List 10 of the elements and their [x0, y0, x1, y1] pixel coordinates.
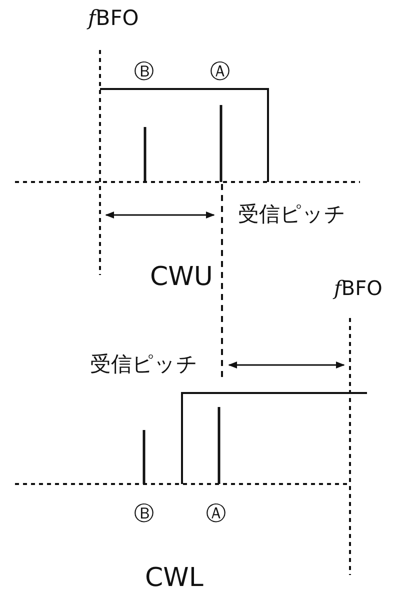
marker-label: Ⓑ [134, 503, 154, 523]
frequency-label: fBFO [334, 278, 382, 298]
frequency-label: fBFO [88, 8, 139, 29]
marker-label: Ⓐ [210, 61, 230, 81]
mode-label: CWL [145, 565, 204, 591]
mode-label: CWU [150, 264, 213, 290]
pitch-label: 受信ピッチ [238, 204, 346, 225]
marker-label: Ⓐ [206, 503, 226, 523]
pitch-label: 受信ピッチ [90, 354, 198, 375]
marker-label: Ⓑ [134, 61, 154, 81]
